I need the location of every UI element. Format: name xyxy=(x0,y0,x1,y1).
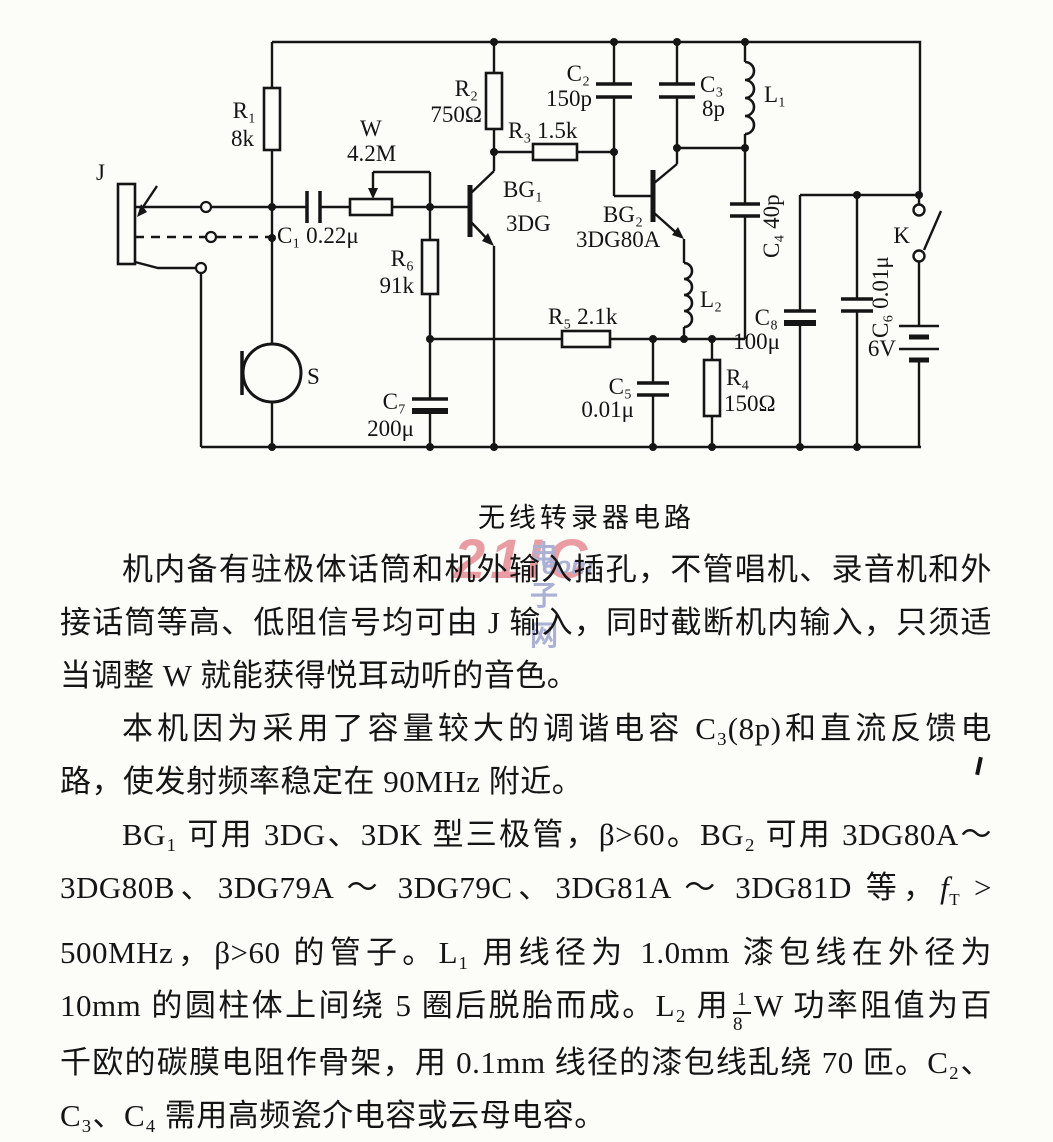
label-c6: C₆ 0.01μ xyxy=(868,256,893,338)
capacitor-c8-plate xyxy=(784,320,816,326)
line4-tail: W 功率阻值为百 xyxy=(754,988,993,1024)
figure-caption: 无线转录器电路 xyxy=(478,503,695,533)
line2-text: 3DG80B、3DG79A ～ 3DG79C、3DG81A ～ 3DG81D 等… xyxy=(60,870,941,905)
label-r1-value: 8k xyxy=(231,126,255,151)
paragraph1-line3: 当调整 W 就能获得悦耳动听的音色。 xyxy=(60,658,579,693)
ft-subscript: T xyxy=(949,890,961,910)
label-c2-name: C₂ xyxy=(567,61,590,86)
label-bg1-type: 3DG xyxy=(506,211,551,236)
label-r4-name: R₄ xyxy=(726,365,749,390)
label-c3-value: 8p xyxy=(702,96,725,121)
label-l2: L₂ xyxy=(700,287,722,312)
label-w-name: W xyxy=(360,116,382,141)
label-bg2-type: 3DG80A xyxy=(576,227,661,252)
label-c3-name: C₃ xyxy=(700,72,723,97)
jack-tip-contact xyxy=(199,200,213,214)
paragraph3-line3: 500MHz，β>60 的管子。L₁ 用线径为 1.0mm 漆包线在外径为 xyxy=(60,935,992,971)
inductor-l2 xyxy=(683,261,694,329)
label-c5-name: C₅ xyxy=(609,374,632,399)
transistor-bg1-emitter-arrow xyxy=(482,233,494,246)
label-r5: R₅ 2.1k xyxy=(548,304,618,329)
label-jack: J xyxy=(96,160,105,185)
resistor-r3 xyxy=(531,142,579,162)
jack-gnd-contact xyxy=(194,261,208,275)
label-r2-value: 750Ω xyxy=(430,102,482,127)
label-r6-value: 91k xyxy=(380,273,415,298)
switch-k-bottom-contact xyxy=(912,249,926,263)
label-c5-value: 0.01μ xyxy=(581,397,634,422)
label-r4-value: 150Ω xyxy=(724,391,776,416)
ft-symbol: f xyxy=(940,870,950,905)
paragraph1-line1: 机内备有驻极体话筒和机外输入插孔，不管唱机、录音机和外 xyxy=(122,552,992,587)
circuit-wiring xyxy=(134,40,943,449)
potentiometer-w xyxy=(348,197,394,217)
label-bg2-name: BG₂ xyxy=(603,202,643,227)
label-c8-name: C₈ xyxy=(755,305,778,330)
switch-k-top-contact xyxy=(912,203,926,217)
label-battery: 6V xyxy=(868,336,897,361)
resistor-r4 xyxy=(702,358,722,418)
resistor-r5 xyxy=(560,329,612,349)
plug-arrowhead xyxy=(137,204,147,217)
resistor-r6 xyxy=(420,238,440,296)
watermark-sub-text: com xyxy=(542,552,594,580)
watermark-brand: 21IC xyxy=(454,527,593,590)
capacitor-c4 xyxy=(730,202,760,218)
label-c4: C₄ 40p xyxy=(759,194,784,258)
capacitor-c5 xyxy=(637,381,669,397)
label-w-value: 4.2M xyxy=(347,141,396,166)
label-r1-name: R₁ xyxy=(233,98,256,123)
paragraph3-line6: C₃、C₄ 需用高频瓷介电容或云母电容。 xyxy=(60,1098,606,1134)
article-text: 机内备有驻极体话筒和机外输入插孔，不管唱机、录音机和外 接话筒等高、低阻信号均可… xyxy=(60,543,992,1142)
jack-nc-contact xyxy=(204,230,218,244)
fraction-numerator: 1 xyxy=(733,989,752,1015)
paragraph3-line1: BG₁ 可用 3DG、3DK 型三极管，β>60。BG₂ 可用 3DG80A～ xyxy=(122,817,992,852)
scanned-page: { "figure": { "caption": "无线转录器电路", "lab… xyxy=(60,38,992,1134)
label-c1: C₁ 0.22μ xyxy=(277,223,359,248)
paragraph3-line2: 3DG80B、3DG79A ～ 3DG79C、3DG81A ～ 3DG81D 等… xyxy=(60,861,992,926)
watermark-cn-text: 电子网 xyxy=(530,541,559,652)
label-mic: S xyxy=(307,364,320,389)
label-c7-value: 200μ xyxy=(367,416,414,441)
line4-text: 10mm 的圆柱体上间绕 5 圈后脱胎而成。L₂ 用 xyxy=(60,988,731,1024)
label-r2-name: R₂ xyxy=(455,76,478,101)
label-c8-value: 100μ xyxy=(733,329,780,354)
paragraph3-line5: 千欧的碳膜电阻作骨架，用 0.1mm 线径的漆包线乱绕 70 匝。C₂、 xyxy=(60,1045,992,1081)
inductor-l1 xyxy=(744,60,756,136)
paragraph1-line2: 接话筒等高、低阻信号均可由 J 输入，同时截断机内输入，只须适 xyxy=(60,605,992,640)
paragraph2-line2: 路，使发射频率稳定在 90MHz 附近。 xyxy=(60,764,584,799)
label-switch-k: K xyxy=(893,223,910,248)
capacitor-c3 xyxy=(659,82,695,99)
fraction-denominator: 8 xyxy=(733,1014,744,1036)
resistor-r1 xyxy=(262,86,282,152)
resistor-r2 xyxy=(484,71,504,131)
battery-symbol xyxy=(899,324,939,351)
label-l1: L₁ xyxy=(764,82,786,107)
capacitor-c6 xyxy=(841,297,873,313)
label-c7-name: C₇ xyxy=(383,389,406,414)
jack-body xyxy=(116,182,137,266)
label-r3: R₃ 1.5k xyxy=(508,118,578,143)
capacitor-c2 xyxy=(596,82,632,99)
wiper-arrowhead xyxy=(368,188,378,199)
label-bg1-name: BG₁ xyxy=(503,177,543,202)
capacitor-c1 xyxy=(305,191,322,223)
battery-symbol-short-plates xyxy=(909,334,929,363)
paragraph2-line1: 本机因为采用了容量较大的调谐电容 C₃(8p)和直流反馈电 xyxy=(122,711,992,746)
transistor-bg2-emitter-arrow xyxy=(672,227,684,239)
capacitor-c7-plate xyxy=(412,408,448,414)
label-r6-name: R₆ xyxy=(391,246,414,271)
plug-arrow xyxy=(140,185,158,211)
label-c2-value: 150p xyxy=(546,86,592,111)
line2-tail: > xyxy=(960,870,993,905)
junction-dots xyxy=(268,38,923,451)
microphone-symbol xyxy=(241,342,303,404)
circuit-schematic: J R₁ 8k C₁ 0.22μ W 4.2M R₆ 91k S C₇ 200μ… xyxy=(96,38,943,451)
